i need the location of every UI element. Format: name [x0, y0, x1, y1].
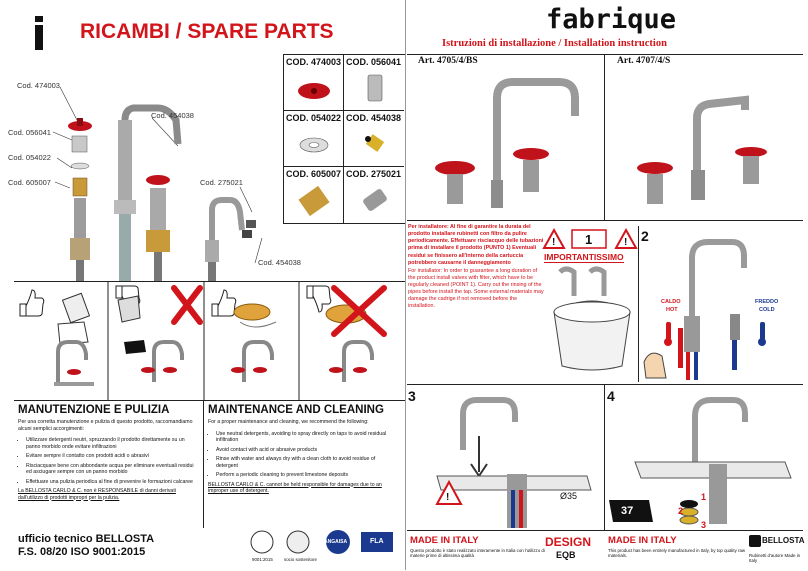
callout-275021: Cod. 275021 — [200, 178, 243, 187]
list-item: Perform a periodic cleaning to prevent l… — [216, 472, 398, 479]
faucet-4707-render — [637, 95, 767, 204]
wrench-size: 37 — [621, 505, 634, 517]
svg-text:!: ! — [446, 492, 449, 503]
list-item: Rinse with water and always dry with a c… — [216, 456, 398, 469]
divider — [407, 220, 803, 221]
bellosta-logo-icon — [749, 535, 761, 547]
bucket-illustration — [553, 266, 631, 371]
badge-fla: FLA — [370, 538, 384, 545]
badge-iso: 9001:2015 — [252, 557, 273, 562]
list-item: Effettuare una pulizia periodica al fine… — [26, 479, 200, 486]
divider — [14, 281, 405, 282]
footer-office: ufficio tecnico BELLOSTA — [18, 533, 155, 545]
maintenance-en-disclaimer: BELLOSTA CARLO & C. cannot be held respo… — [208, 481, 382, 495]
maintenance-en-intro: For a proper maintenance and cleaning, w… — [208, 419, 369, 425]
made-in-italy-it: MADE IN ITALY — [410, 535, 479, 546]
maintenance-it-disclaimer: La BELLOSTA CARLO & C. non è RESPONSABIL… — [18, 488, 176, 501]
divider — [407, 384, 803, 385]
maintenance-en: MAINTENANCE AND CLEANING For a proper ma… — [208, 404, 398, 495]
install-subtitle: Istruzioni di installazione / Installati… — [442, 38, 667, 49]
maintenance-it-title: MANUTENZIONE E PULIZIA — [18, 404, 170, 416]
step4-number: 4 — [607, 388, 615, 404]
callout-454038-top: Cod. 454038 — [151, 111, 194, 120]
diameter-label: Ø35 — [560, 491, 578, 501]
step1-panel: ! ! 1 IMPORTANTISSIMO — [542, 226, 638, 376]
made-in-italy-it-text: Questo prodotto è stato realizzato inter… — [410, 548, 545, 559]
cleaning-illustrations — [19, 282, 387, 400]
code-cell: COD. 474003 — [284, 55, 344, 111]
importantissimo: IMPORTANTISSIMO — [544, 252, 624, 263]
install-note-en: For installator: In order to guarantee a… — [408, 267, 544, 310]
caldo-label: CALDO — [661, 299, 681, 305]
maintenance-en-title: MAINTENANCE AND CLEANING — [208, 404, 384, 416]
exploded-parts-drawing — [52, 86, 263, 282]
code-cell: COD. 054022 — [284, 111, 344, 167]
list-item: Evitare sempre il contatto con prodotti … — [26, 453, 200, 460]
callout-454038-bottom: Cod. 454038 — [258, 258, 301, 267]
step3-install-illustration: ! — [435, 397, 592, 528]
design-mark: EQB — [556, 550, 576, 560]
install-notes: Per installatore: Al fine di garantire l… — [408, 224, 544, 311]
step4-install-illustration — [609, 397, 792, 525]
step2-number: 2 — [641, 228, 649, 244]
cert-logo-icons — [250, 530, 393, 554]
list-item: Utilizzare detergenti neutri, spruzzando… — [26, 437, 200, 450]
divider — [203, 400, 204, 528]
divider — [604, 54, 605, 220]
list-item: Use neutral detergents, avoiding to spra… — [216, 431, 398, 444]
thumbs-up-icon — [19, 289, 45, 317]
callout-605007: Cod. 605007 — [8, 178, 51, 187]
callout-056041: Cod. 056041 — [8, 128, 51, 137]
hot-label: HOT — [666, 307, 678, 313]
step2-install-illustration — [643, 239, 766, 380]
part-number-2: 2 — [678, 506, 684, 516]
wrench-icon — [609, 500, 653, 522]
code-cell: COD. 605007 — [284, 167, 344, 223]
divider — [604, 384, 605, 530]
list-item: Avoid contact with acid or abrasive prod… — [216, 447, 398, 454]
red-handle-part — [68, 118, 92, 131]
callout-474003: Cod. 474003 — [17, 81, 60, 90]
code-grid: COD. 474003 COD. 056041 COD. 054022 COD.… — [283, 54, 406, 224]
list-item: Risciacquare bene con abbondante acqua p… — [26, 463, 200, 476]
code-cell: COD. 056041 — [344, 55, 404, 111]
badge-angaisa: ANGAISA — [324, 539, 348, 545]
design-label: DESIGN — [545, 535, 592, 549]
bellosta-brand: BELLOSTA — [762, 536, 805, 545]
step3-number: 3 — [408, 388, 416, 404]
left-header-title: RICAMBI / SPARE PARTS — [80, 20, 334, 43]
code-cell: COD. 454038 — [344, 111, 404, 167]
art-4705: Art. 4705/4/BS — [418, 56, 478, 66]
made-in-italy-en: MADE IN ITALY — [608, 535, 677, 546]
divider — [407, 530, 803, 531]
divider — [407, 54, 803, 55]
info-icon — [33, 16, 45, 50]
divider — [638, 226, 639, 382]
svg-text:!: ! — [552, 237, 555, 248]
svg-text:!: ! — [624, 237, 627, 248]
code-cell: COD. 275021 — [344, 167, 404, 223]
cert-badges: 9001:2015 socio sostenitore ANGAISA FLA — [246, 528, 406, 566]
part-number-1: 1 — [701, 492, 707, 502]
thumbs-up-icon — [211, 289, 237, 317]
maintenance-it-intro: Per una corretta manutenzione e pulizia … — [18, 419, 193, 432]
badge-sostenitore: socio sostenitore — [284, 557, 317, 562]
brand-logo: fabrique — [546, 4, 677, 35]
maintenance-it: MANUTENZIONE E PULIZIA Per una corretta … — [18, 404, 200, 501]
warning-icon: ! ! — [542, 227, 638, 249]
page-divider — [405, 0, 406, 570]
install-note-it: Per installatore: Al fine di garantire l… — [408, 224, 544, 266]
thumbs-down-icon — [306, 285, 332, 313]
bellosta-tagline: Rubinetti d'autore Made in Italy — [749, 553, 801, 564]
divider — [14, 400, 405, 401]
cold-label: COLD — [759, 307, 775, 313]
freddo-label: FREDDO — [755, 299, 779, 305]
footer-fs: F.S. 08/20 ISO 9001:2015 — [18, 546, 146, 558]
step1-number: 1 — [585, 232, 593, 247]
callout-054022: Cod. 054022 — [8, 153, 51, 162]
made-in-italy-en-text: This product has been entirely manufactu… — [608, 548, 746, 559]
faucet-4705-render — [435, 78, 579, 208]
part-number-3: 3 — [701, 520, 707, 530]
art-4707: Art. 4707/4/S — [617, 56, 671, 66]
